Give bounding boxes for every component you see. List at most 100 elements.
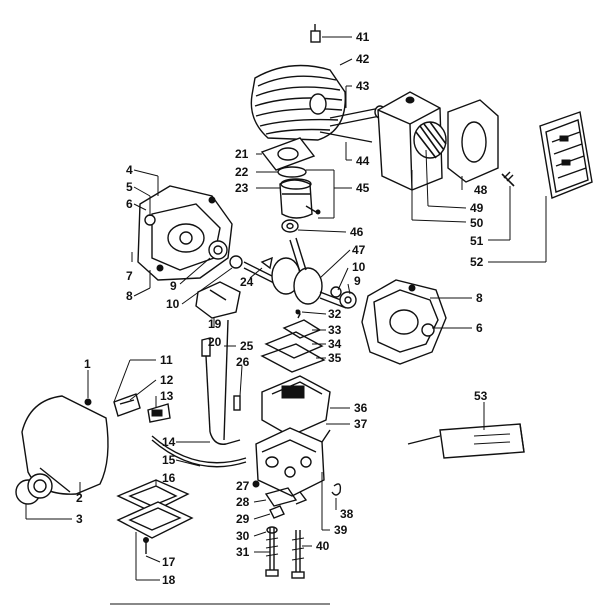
callout-40: 40 <box>316 539 330 553</box>
callout-2: 2 <box>76 491 83 505</box>
callout-23: 23 <box>235 181 249 195</box>
callout-10-right: 10 <box>352 260 366 274</box>
part-11-12 <box>113 393 141 417</box>
part-bolt-31 <box>265 528 279 577</box>
callout-20: 20 <box>208 335 222 349</box>
part-gasket-35 <box>260 343 326 373</box>
callout-6-left: 6 <box>126 197 133 211</box>
callout-39: 39 <box>334 523 348 537</box>
part-28 <box>264 487 298 507</box>
callout-32: 32 <box>328 307 342 321</box>
callout-24: 24 <box>240 275 254 289</box>
part-26 <box>233 395 241 411</box>
callout-30: 30 <box>236 529 250 543</box>
callout-52: 52 <box>470 255 484 269</box>
callout-50: 50 <box>470 216 484 230</box>
callout-31: 31 <box>236 545 250 559</box>
callout-25: 25 <box>240 339 254 353</box>
callout-18: 18 <box>162 573 176 587</box>
callout-22: 22 <box>235 165 249 179</box>
callout-47: 47 <box>352 243 366 257</box>
callout-27: 27 <box>236 479 250 493</box>
part-crankcase-left <box>137 185 233 281</box>
part-rod-25 <box>223 319 229 441</box>
callout-14: 14 <box>162 435 176 449</box>
part-29 <box>269 505 285 519</box>
callout-19: 19 <box>208 317 222 331</box>
part-screw-51 <box>501 171 515 187</box>
part-key-24 <box>260 256 273 270</box>
part-screen-49 <box>413 121 447 159</box>
callout-44: 44 <box>356 154 370 168</box>
part-grommet-3 <box>15 473 53 505</box>
callout-46: 46 <box>350 225 364 239</box>
callout-49: 49 <box>470 201 484 215</box>
callout-41: 41 <box>356 30 370 44</box>
callout-37: 37 <box>354 417 368 431</box>
part-bracket-20 <box>201 337 211 433</box>
part-carburetor-37-39 <box>255 427 331 505</box>
part-screw-41 <box>310 24 321 43</box>
part-gasket-21 <box>260 137 316 171</box>
part-grease-tube-53 <box>407 423 525 459</box>
callout-26: 26 <box>236 355 250 369</box>
part-crankcase-right <box>361 279 447 365</box>
part-ring-22 <box>277 166 307 178</box>
callout-labels: 41 42 43 44 45 46 47 10 9 48 49 50 51 52… <box>76 30 488 587</box>
callout-8-right: 8 <box>476 291 483 305</box>
callout-8-left: 8 <box>126 289 133 303</box>
part-gasket-34 <box>264 331 324 359</box>
part-filter-cover-52 <box>539 111 593 199</box>
part-crankshaft-47 <box>243 237 347 309</box>
callout-51: 51 <box>470 234 484 248</box>
callout-5: 5 <box>126 180 133 194</box>
callout-33: 33 <box>328 323 342 337</box>
part-bolt-40 <box>291 530 305 579</box>
part-reed-plate-18 <box>116 501 194 539</box>
part-seal-bearing-left <box>208 240 243 269</box>
part-air-filter-36 <box>261 375 331 437</box>
part-muffler-body <box>377 91 443 191</box>
part-washer-30 <box>266 526 278 534</box>
part-bracket-19 <box>195 281 241 319</box>
part-cylinder-42 <box>250 64 346 141</box>
callout-48: 48 <box>474 183 488 197</box>
part-pin-32 <box>295 309 301 319</box>
callout-13: 13 <box>160 389 174 403</box>
part-clips-45 <box>305 205 321 215</box>
callout-6-right: 6 <box>476 321 483 335</box>
part-screw-17 <box>143 537 149 554</box>
part-piston-23 <box>279 178 313 219</box>
callout-38: 38 <box>340 507 354 521</box>
callout-28: 28 <box>236 495 250 509</box>
callout-17: 17 <box>162 555 176 569</box>
callout-29: 29 <box>236 512 250 526</box>
callout-12: 12 <box>160 373 174 387</box>
callout-36: 36 <box>354 401 368 415</box>
callout-15: 15 <box>162 453 176 467</box>
part-clip-38 <box>331 483 342 496</box>
part-fuel-line-14 <box>209 431 241 445</box>
callout-34: 34 <box>328 337 342 351</box>
callout-35: 35 <box>328 351 342 365</box>
callout-53: 53 <box>474 389 488 403</box>
leader-lines <box>25 36 547 581</box>
callout-45: 45 <box>356 181 370 195</box>
callout-1: 1 <box>84 357 91 371</box>
callout-10-left: 10 <box>166 297 180 311</box>
callout-7: 7 <box>126 269 133 283</box>
callout-3: 3 <box>76 512 83 526</box>
part-13 <box>147 403 171 423</box>
callout-42: 42 <box>356 52 370 66</box>
part-reed-gasket-16 <box>116 479 190 513</box>
callout-16: 16 <box>162 471 176 485</box>
callout-4: 4 <box>126 163 133 177</box>
callout-11: 11 <box>160 353 173 367</box>
part-fuel-line-15 <box>151 435 247 468</box>
callout-9-right: 9 <box>354 274 361 288</box>
part-bearing-46 <box>281 219 299 233</box>
callout-9-left: 9 <box>170 279 177 293</box>
part-muffler-cap-48 <box>447 99 499 183</box>
